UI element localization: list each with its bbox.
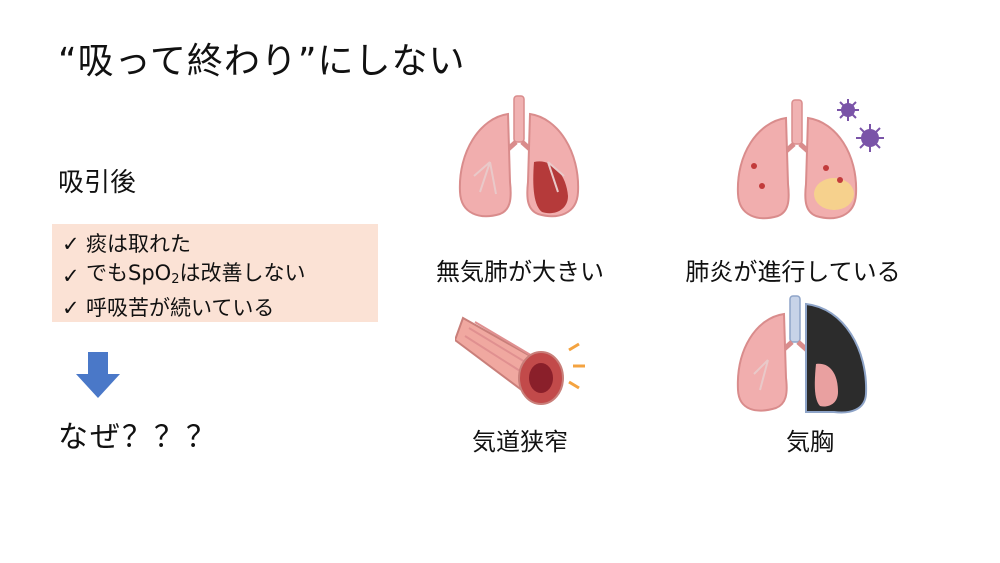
checklist-text-main: でもSpO — [86, 261, 172, 285]
pneumothorax-lung-icon — [736, 295, 868, 414]
slide-title: “吸って終わり”にしない — [58, 41, 466, 82]
checklist-text: でもSpO2は改善しない — [86, 259, 305, 294]
cause-label: 肺炎が進行している — [685, 258, 901, 286]
after-suction-label: 吸引後 — [58, 168, 137, 198]
checklist-item: ✓ 痰は取れた — [62, 230, 368, 259]
airway-stenosis-icon — [455, 316, 585, 405]
cause-label: 気胸 — [786, 428, 834, 456]
check-icon: ✓ — [62, 296, 80, 320]
cause-label: 気道狭窄 — [472, 428, 568, 456]
checklist-text: 痰は取れた — [86, 232, 191, 256]
check-icon: ✓ — [62, 232, 80, 256]
checklist-text-rest: は改善しない — [179, 261, 306, 285]
checklist-text: 呼吸苦が続いている — [86, 296, 275, 320]
check-icon: ✓ — [62, 264, 80, 288]
checklist-item: ✓ 呼吸苦が続いている — [62, 294, 368, 323]
checklist-box: ✓ 痰は取れた ✓ でもSpO2は改善しない ✓ 呼吸苦が続いている — [52, 224, 378, 322]
atelectasis-lung-icon — [458, 95, 580, 218]
checklist-text-subscript: 2 — [171, 272, 180, 287]
checklist-item: ✓ でもSpO2は改善しない — [62, 259, 368, 294]
pneumonia-lung-icon — [736, 99, 884, 220]
question-text: なぜ？？？ — [58, 420, 218, 455]
down-arrow-icon — [76, 352, 120, 398]
cause-label: 無気肺が大きい — [436, 258, 604, 286]
